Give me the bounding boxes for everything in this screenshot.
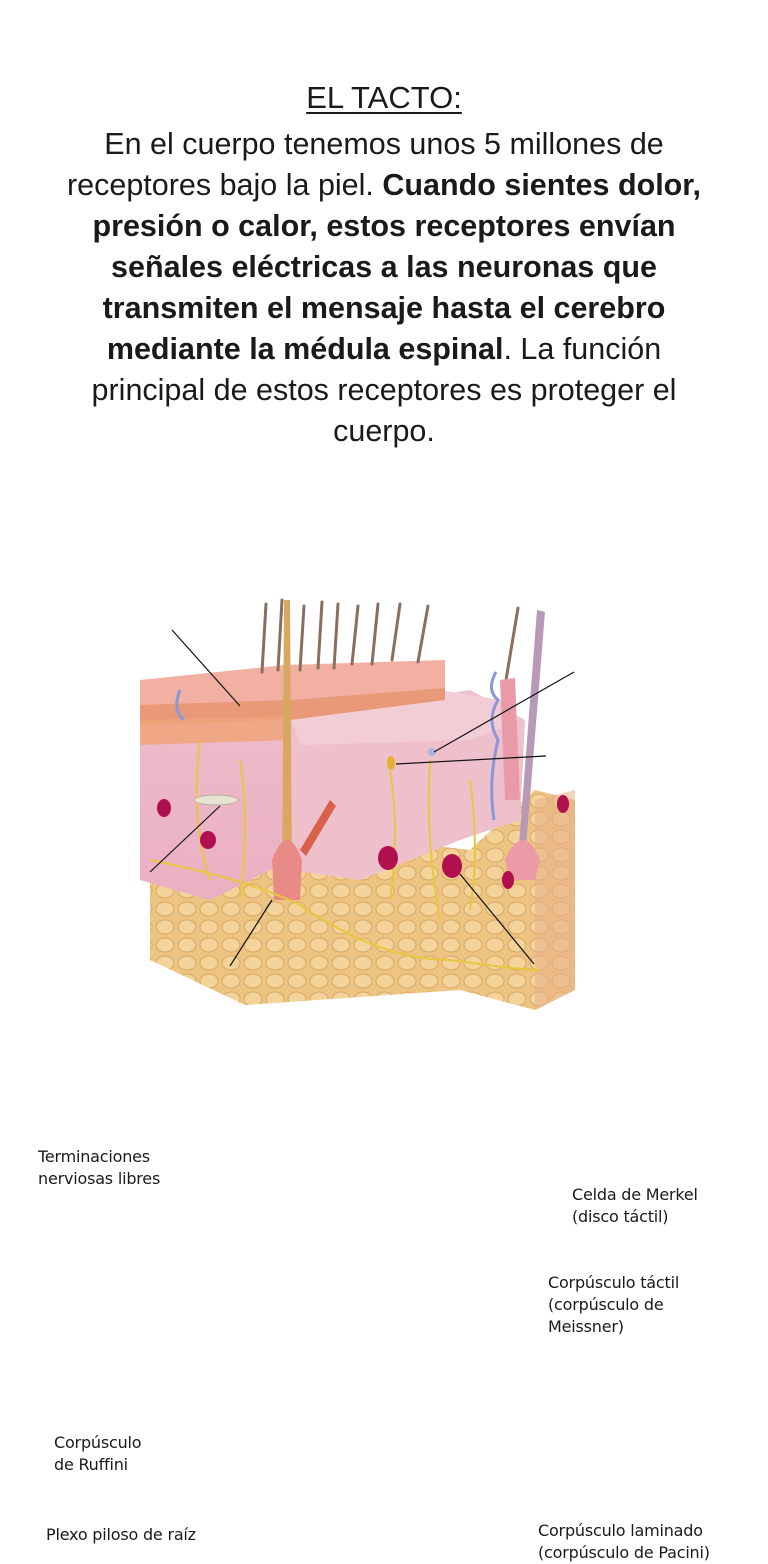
- label-ruffini: Corpúsculo de Ruffini: [54, 1432, 142, 1476]
- label-line: Corpúsculo táctil: [548, 1273, 680, 1292]
- paragraph-intro: En el cuerpo tenemos unos 5 millones de …: [67, 127, 664, 202]
- paragraph-bold: Cuando sientes dolor, presión o calor, e…: [92, 168, 701, 366]
- paragraph-outro: . La función principal de estos receptor…: [91, 332, 677, 448]
- label-line: Corpúsculo: [54, 1433, 142, 1452]
- skin-cross-section-illustration: [140, 598, 575, 1010]
- label-meissner: Corpúsculo táctil (corpúsculo de Meissne…: [548, 1272, 679, 1338]
- label-line: Plexo piloso de raíz: [46, 1525, 196, 1544]
- label-line: Corpúsculo laminado: [538, 1521, 703, 1540]
- label-line: (corpúsculo de: [548, 1295, 664, 1314]
- label-line: (corpúsculo de Pacini): [538, 1543, 710, 1562]
- page-title: EL TACTO:: [0, 78, 768, 118]
- label-hair-root-plexus: Plexo piloso de raíz: [46, 1524, 196, 1546]
- label-line: (disco táctil): [572, 1207, 669, 1226]
- label-line: nerviosas libres: [38, 1169, 161, 1188]
- body-paragraph: En el cuerpo tenemos unos 5 millones de …: [60, 124, 708, 452]
- label-pacini: Corpúsculo laminado (corpúsculo de Pacin…: [538, 1520, 710, 1564]
- label-line: Celda de Merkel: [572, 1185, 698, 1204]
- label-line: de Ruffini: [54, 1455, 128, 1474]
- label-line: Meissner): [548, 1317, 624, 1336]
- label-merkel-cell: Celda de Merkel (disco táctil): [572, 1184, 698, 1228]
- label-free-nerve-endings: Terminaciones nerviosas libres: [38, 1146, 160, 1190]
- skin-diagram: Terminaciones nerviosas libres Celda de …: [0, 560, 768, 1562]
- title-text: EL TACTO:: [306, 80, 462, 115]
- label-line: Terminaciones: [38, 1147, 150, 1166]
